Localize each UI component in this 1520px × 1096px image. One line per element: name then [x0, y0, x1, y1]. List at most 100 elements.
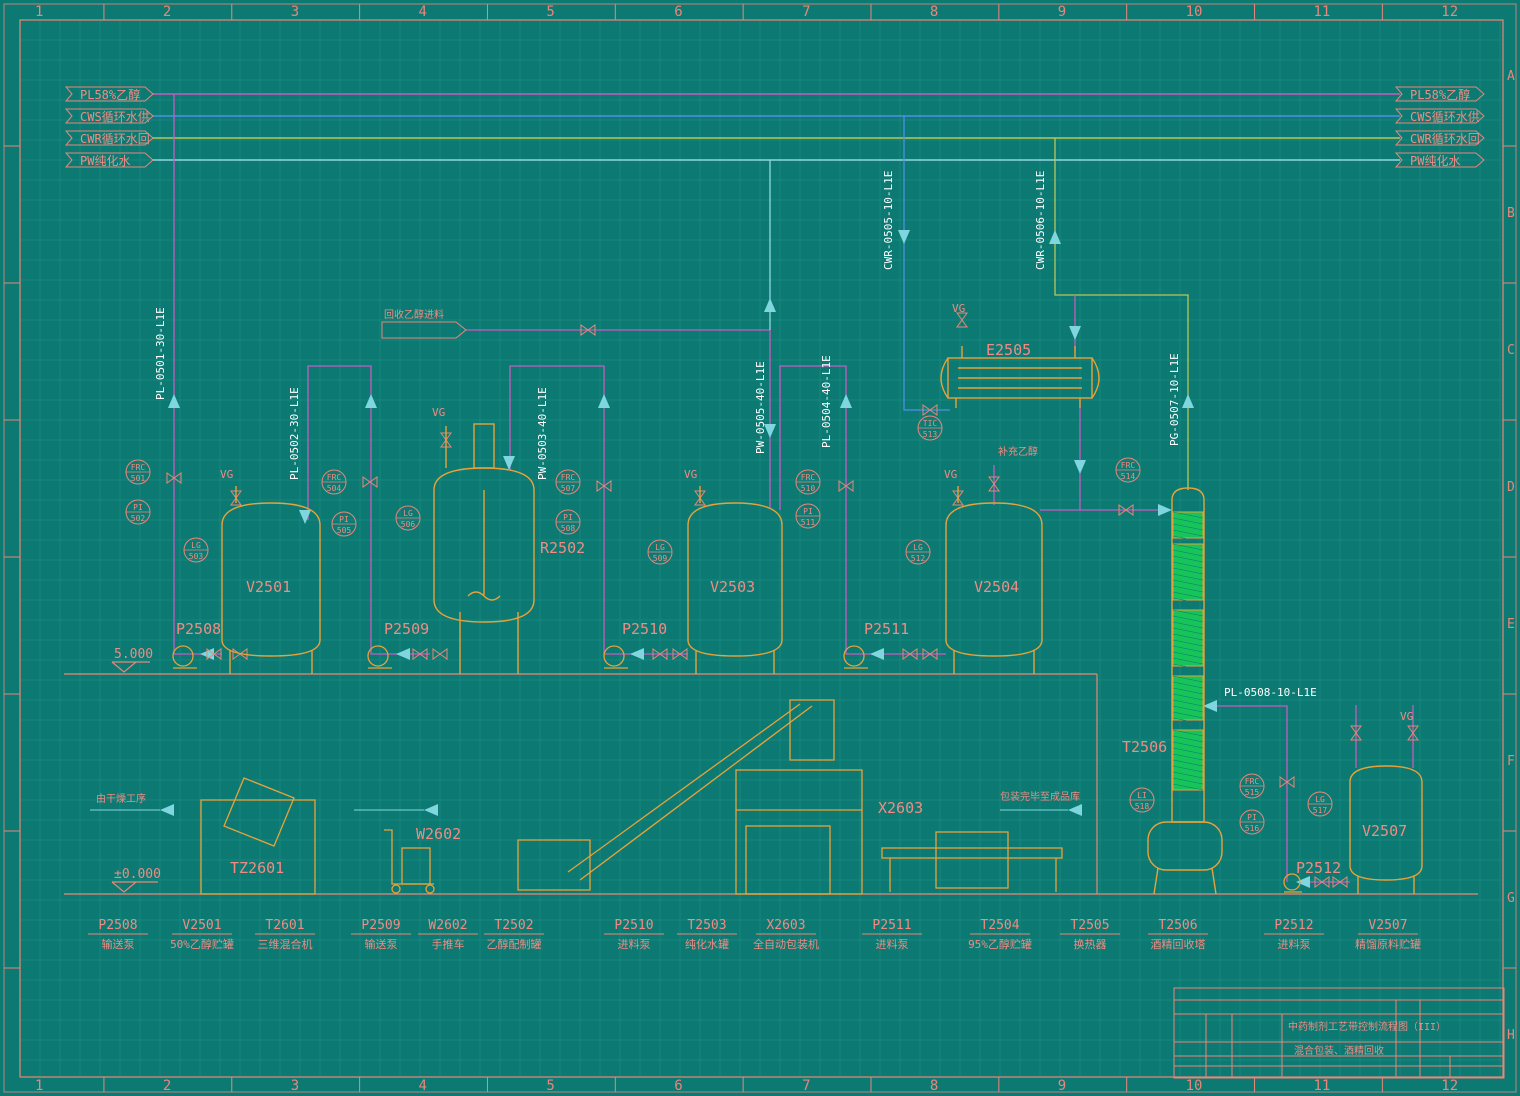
legend-name: 酒精回收塔 — [1151, 937, 1206, 951]
instrument-pi508-type: PI — [563, 513, 573, 522]
instrument-frc515-number: 515 — [1245, 788, 1260, 797]
grid-row-E: E — [1507, 617, 1515, 632]
mixer-tz2601 — [200, 777, 316, 895]
grid-col-7-bottom: 7 — [802, 1078, 810, 1094]
instrument-lg506-number: 506 — [401, 520, 416, 529]
packaging-machine-x2603 — [735, 699, 863, 895]
valve — [580, 324, 596, 336]
packing-section-2 — [1172, 543, 1204, 601]
label-v2504: V2504 — [974, 578, 1019, 596]
valve — [206, 648, 222, 660]
label-p2508: P2508 — [176, 620, 221, 638]
grid-col-3-bottom: 3 — [291, 1078, 299, 1094]
label-x2603: X2603 — [878, 799, 923, 817]
instrument-lg503: LG 503 — [183, 537, 209, 563]
valve — [1332, 876, 1348, 888]
legend-item-T2506: T2506 酒精回收塔 — [1148, 918, 1208, 951]
note-from-drying: 由干燥工序 — [96, 792, 146, 805]
vessel-v2507 — [1349, 765, 1423, 894]
instrument-lg512-number: 512 — [911, 554, 926, 563]
grid-col-7-top: 7 — [802, 4, 810, 20]
instrument-pi505-number: 505 — [337, 526, 352, 535]
pipe-pl0504: PL-0504-40-L1E — [820, 355, 833, 448]
legend-name: 乙醇配制罐 — [487, 937, 542, 951]
column-packing — [1172, 511, 1204, 791]
valve — [230, 490, 242, 506]
utility-cws-right: CWS循环水供 — [1410, 110, 1480, 124]
instrument-pi516-type: PI — [1247, 813, 1257, 822]
utility-tags-left — [64, 86, 154, 168]
packing-section-3 — [1172, 609, 1204, 667]
valve — [166, 472, 182, 484]
valve — [412, 648, 428, 660]
valve — [652, 648, 668, 660]
instrument-frc514-number: 514 — [1121, 472, 1136, 481]
instrument-pi511-type: PI — [803, 507, 813, 516]
instrument-pi505: PI 505 — [331, 511, 357, 537]
grid-col-9-top: 9 — [1058, 4, 1066, 20]
instrument-pi516: PI 516 — [1239, 809, 1265, 835]
legend-tag: P2510 — [614, 918, 653, 933]
vent-label-3: VG — [684, 468, 697, 481]
legend-tag: P2509 — [361, 918, 400, 933]
legend-tag: T2506 — [1158, 918, 1197, 933]
grid-col-4-top: 4 — [419, 4, 427, 20]
grid-col-12-top: 12 — [1441, 4, 1458, 20]
legend-name: 50%乙醇贮罐 — [170, 937, 234, 951]
grid-col-2-top: 2 — [163, 4, 171, 20]
instrument-pi502-type: PI — [133, 503, 143, 512]
valve — [440, 432, 452, 448]
label-w2602: W2602 — [416, 825, 461, 843]
legend-tag: T2601 — [265, 918, 304, 933]
pipe-pl0502: PL-0502-30-L1E — [288, 387, 301, 480]
instrument-lg506-type: LG — [403, 509, 413, 518]
instrument-lg503-number: 503 — [189, 552, 204, 561]
cart-w2602 — [384, 829, 435, 894]
legend-name: 输送泵 — [365, 937, 398, 951]
instrument-pi505-type: PI — [339, 515, 349, 524]
instrument-frc507-number: 507 — [561, 484, 576, 493]
pipe-pw0503: PW-0503-40-L1E — [536, 387, 549, 480]
grid-col-11-bottom: 11 — [1313, 1078, 1330, 1094]
grid-col-6-top: 6 — [674, 4, 682, 20]
pipe-pg0507: PG-0507-10-L1E — [1168, 353, 1181, 446]
valve — [694, 490, 706, 506]
instrument-lg503-type: LG — [191, 541, 201, 550]
label-v2501: V2501 — [246, 578, 291, 596]
valve — [1118, 504, 1134, 516]
valve — [1279, 776, 1295, 788]
instrument-pi516-number: 516 — [1245, 824, 1260, 833]
instrument-lg509-type: LG — [655, 543, 665, 552]
legend-tag: P2508 — [98, 918, 137, 933]
legend-tag: P2511 — [872, 918, 911, 933]
vent-label-5: VG — [952, 302, 965, 315]
vessel-v2501 — [221, 486, 321, 674]
legend-name: 纯化水罐 — [685, 937, 729, 951]
instrument-tic513-type: TIC — [923, 419, 938, 428]
instrument-frc507-type: FRC — [561, 473, 576, 482]
valve — [596, 480, 612, 492]
instrument-li518-type: LI — [1137, 791, 1147, 800]
label-tz2601: TZ2601 — [230, 859, 284, 877]
instrument-frc507: FRC 507 — [555, 469, 581, 495]
grid-row-D: D — [1507, 480, 1515, 495]
grid-col-2-bottom: 2 — [163, 1078, 171, 1094]
grid-col-12-bottom: 12 — [1441, 1078, 1458, 1094]
column-t2506 — [1147, 487, 1223, 895]
